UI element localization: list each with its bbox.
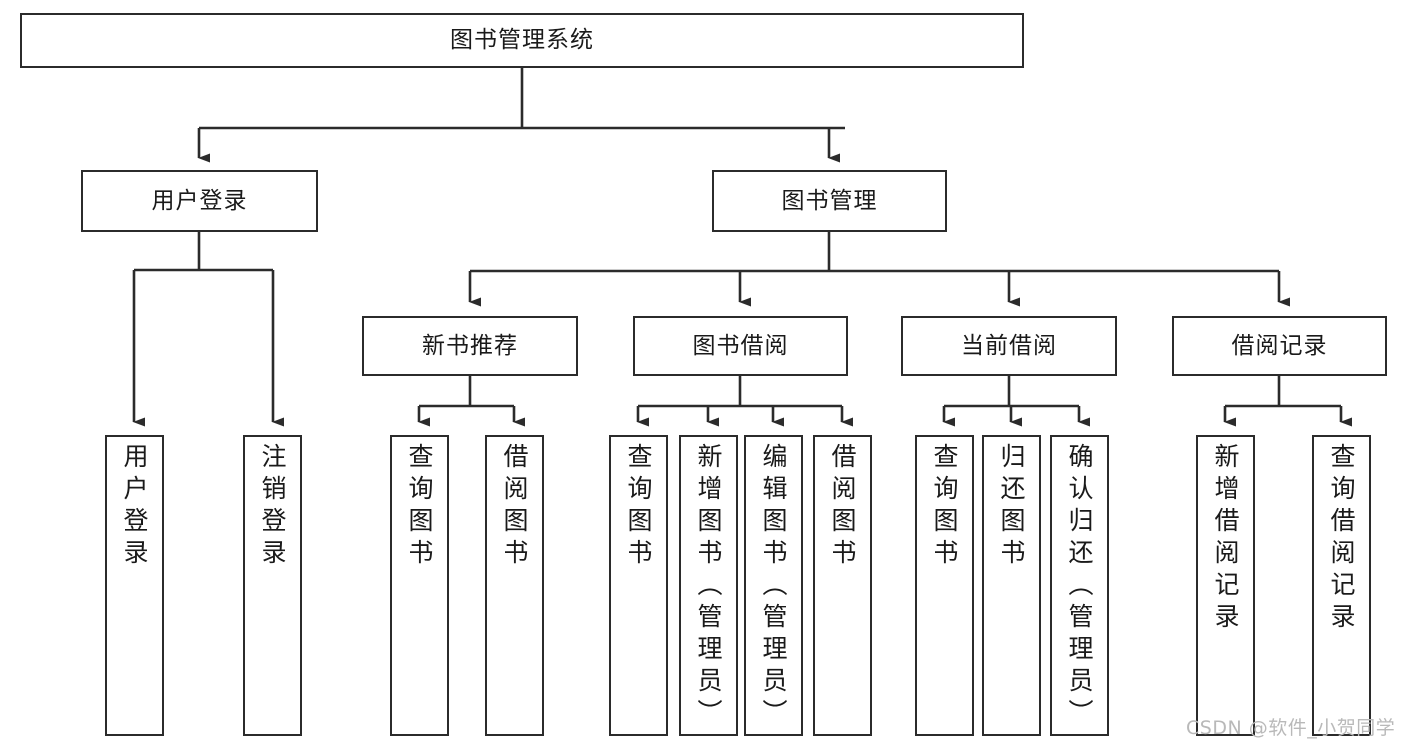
node-leaf-label: 注销登录 (258, 443, 287, 571)
node-new-book-recommend[interactable]: 新书推荐 (362, 316, 578, 376)
node-user-login[interactable]: 用户登录 (81, 170, 318, 232)
node-leaf-label: 用户登录 (120, 443, 149, 571)
node-leaf-return-book[interactable]: 归还图书 (982, 435, 1041, 736)
node-leaf-add-book[interactable]: 新增图书（管理员） (679, 435, 738, 736)
node-leaf-label: 确认归还（管理员） (1065, 443, 1094, 731)
node-leaf-label: 查询图书 (930, 443, 959, 571)
node-current-borrow[interactable]: 当前借阅 (901, 316, 1117, 376)
node-leaf-confirm-return[interactable]: 确认归还（管理员） (1050, 435, 1109, 736)
node-leaf-borrow-book-1[interactable]: 借阅图书 (485, 435, 544, 736)
node-leaf-query-book-2[interactable]: 查询图书 (609, 435, 668, 736)
node-leaf-edit-book[interactable]: 编辑图书（管理员） (744, 435, 803, 736)
node-leaf-query-record[interactable]: 查询借阅记录 (1312, 435, 1371, 736)
node-borrow-record[interactable]: 借阅记录 (1172, 316, 1387, 376)
node-leaf-user-logout[interactable]: 注销登录 (243, 435, 302, 736)
node-leaf-query-book-1[interactable]: 查询图书 (390, 435, 449, 736)
node-leaf-label: 借阅图书 (500, 443, 529, 571)
node-leaf-label: 归还图书 (997, 443, 1026, 571)
node-leaf-label: 新增借阅记录 (1211, 443, 1240, 635)
node-leaf-label: 借阅图书 (828, 443, 857, 571)
node-root-system[interactable]: 图书管理系统 (20, 13, 1024, 68)
node-leaf-label: 编辑图书（管理员） (759, 443, 788, 731)
node-book-management[interactable]: 图书管理 (712, 170, 947, 232)
watermark-text: CSDN @软件_小贺同学 (1186, 717, 1396, 739)
node-leaf-user-login[interactable]: 用户登录 (105, 435, 164, 736)
node-leaf-borrow-book-2[interactable]: 借阅图书 (813, 435, 872, 736)
node-leaf-add-record[interactable]: 新增借阅记录 (1196, 435, 1255, 736)
node-leaf-query-book-3[interactable]: 查询图书 (915, 435, 974, 736)
node-leaf-label: 查询图书 (624, 443, 653, 571)
node-book-borrow[interactable]: 图书借阅 (633, 316, 848, 376)
node-leaf-label: 查询图书 (405, 443, 434, 571)
node-leaf-label: 新增图书（管理员） (694, 443, 723, 731)
node-leaf-label: 查询借阅记录 (1327, 443, 1356, 635)
